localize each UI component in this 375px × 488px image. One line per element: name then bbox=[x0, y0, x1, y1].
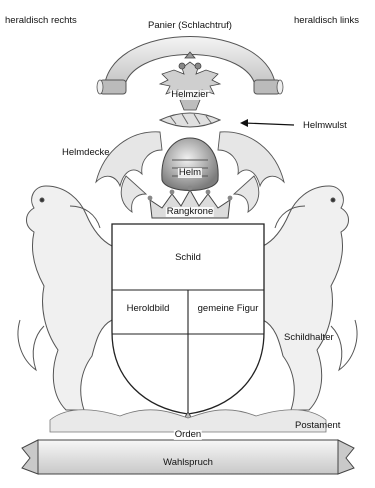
eagle-crest bbox=[160, 52, 220, 110]
label-coronet: Rangkrone bbox=[166, 207, 214, 217]
label-motto: Wahlspruch bbox=[163, 458, 213, 468]
label-order: Orden bbox=[174, 430, 202, 440]
label-charge: gemeine Figur bbox=[198, 304, 259, 314]
helm bbox=[162, 138, 218, 191]
label-heraldic-left: heraldisch links bbox=[294, 16, 359, 26]
label-mantling: Helmdecke bbox=[62, 148, 110, 158]
right-supporter bbox=[263, 186, 357, 410]
torse-pointer-arrow bbox=[240, 119, 294, 127]
label-supporters: Schildhalter bbox=[284, 333, 334, 343]
label-heraldic-right: heraldisch rechts bbox=[5, 16, 77, 26]
left-supporter bbox=[18, 186, 112, 410]
label-compartment: Postament bbox=[295, 421, 340, 431]
label-shield: Schild bbox=[175, 253, 201, 263]
label-crest: Helmzier bbox=[170, 90, 209, 100]
label-helm: Helm bbox=[178, 168, 202, 178]
torse-wreath bbox=[160, 113, 220, 127]
label-ordinary: Heroldbild bbox=[127, 304, 170, 314]
label-banner: Panier (Schlachtruf) bbox=[148, 21, 232, 31]
label-torse: Helmwulst bbox=[303, 121, 347, 131]
